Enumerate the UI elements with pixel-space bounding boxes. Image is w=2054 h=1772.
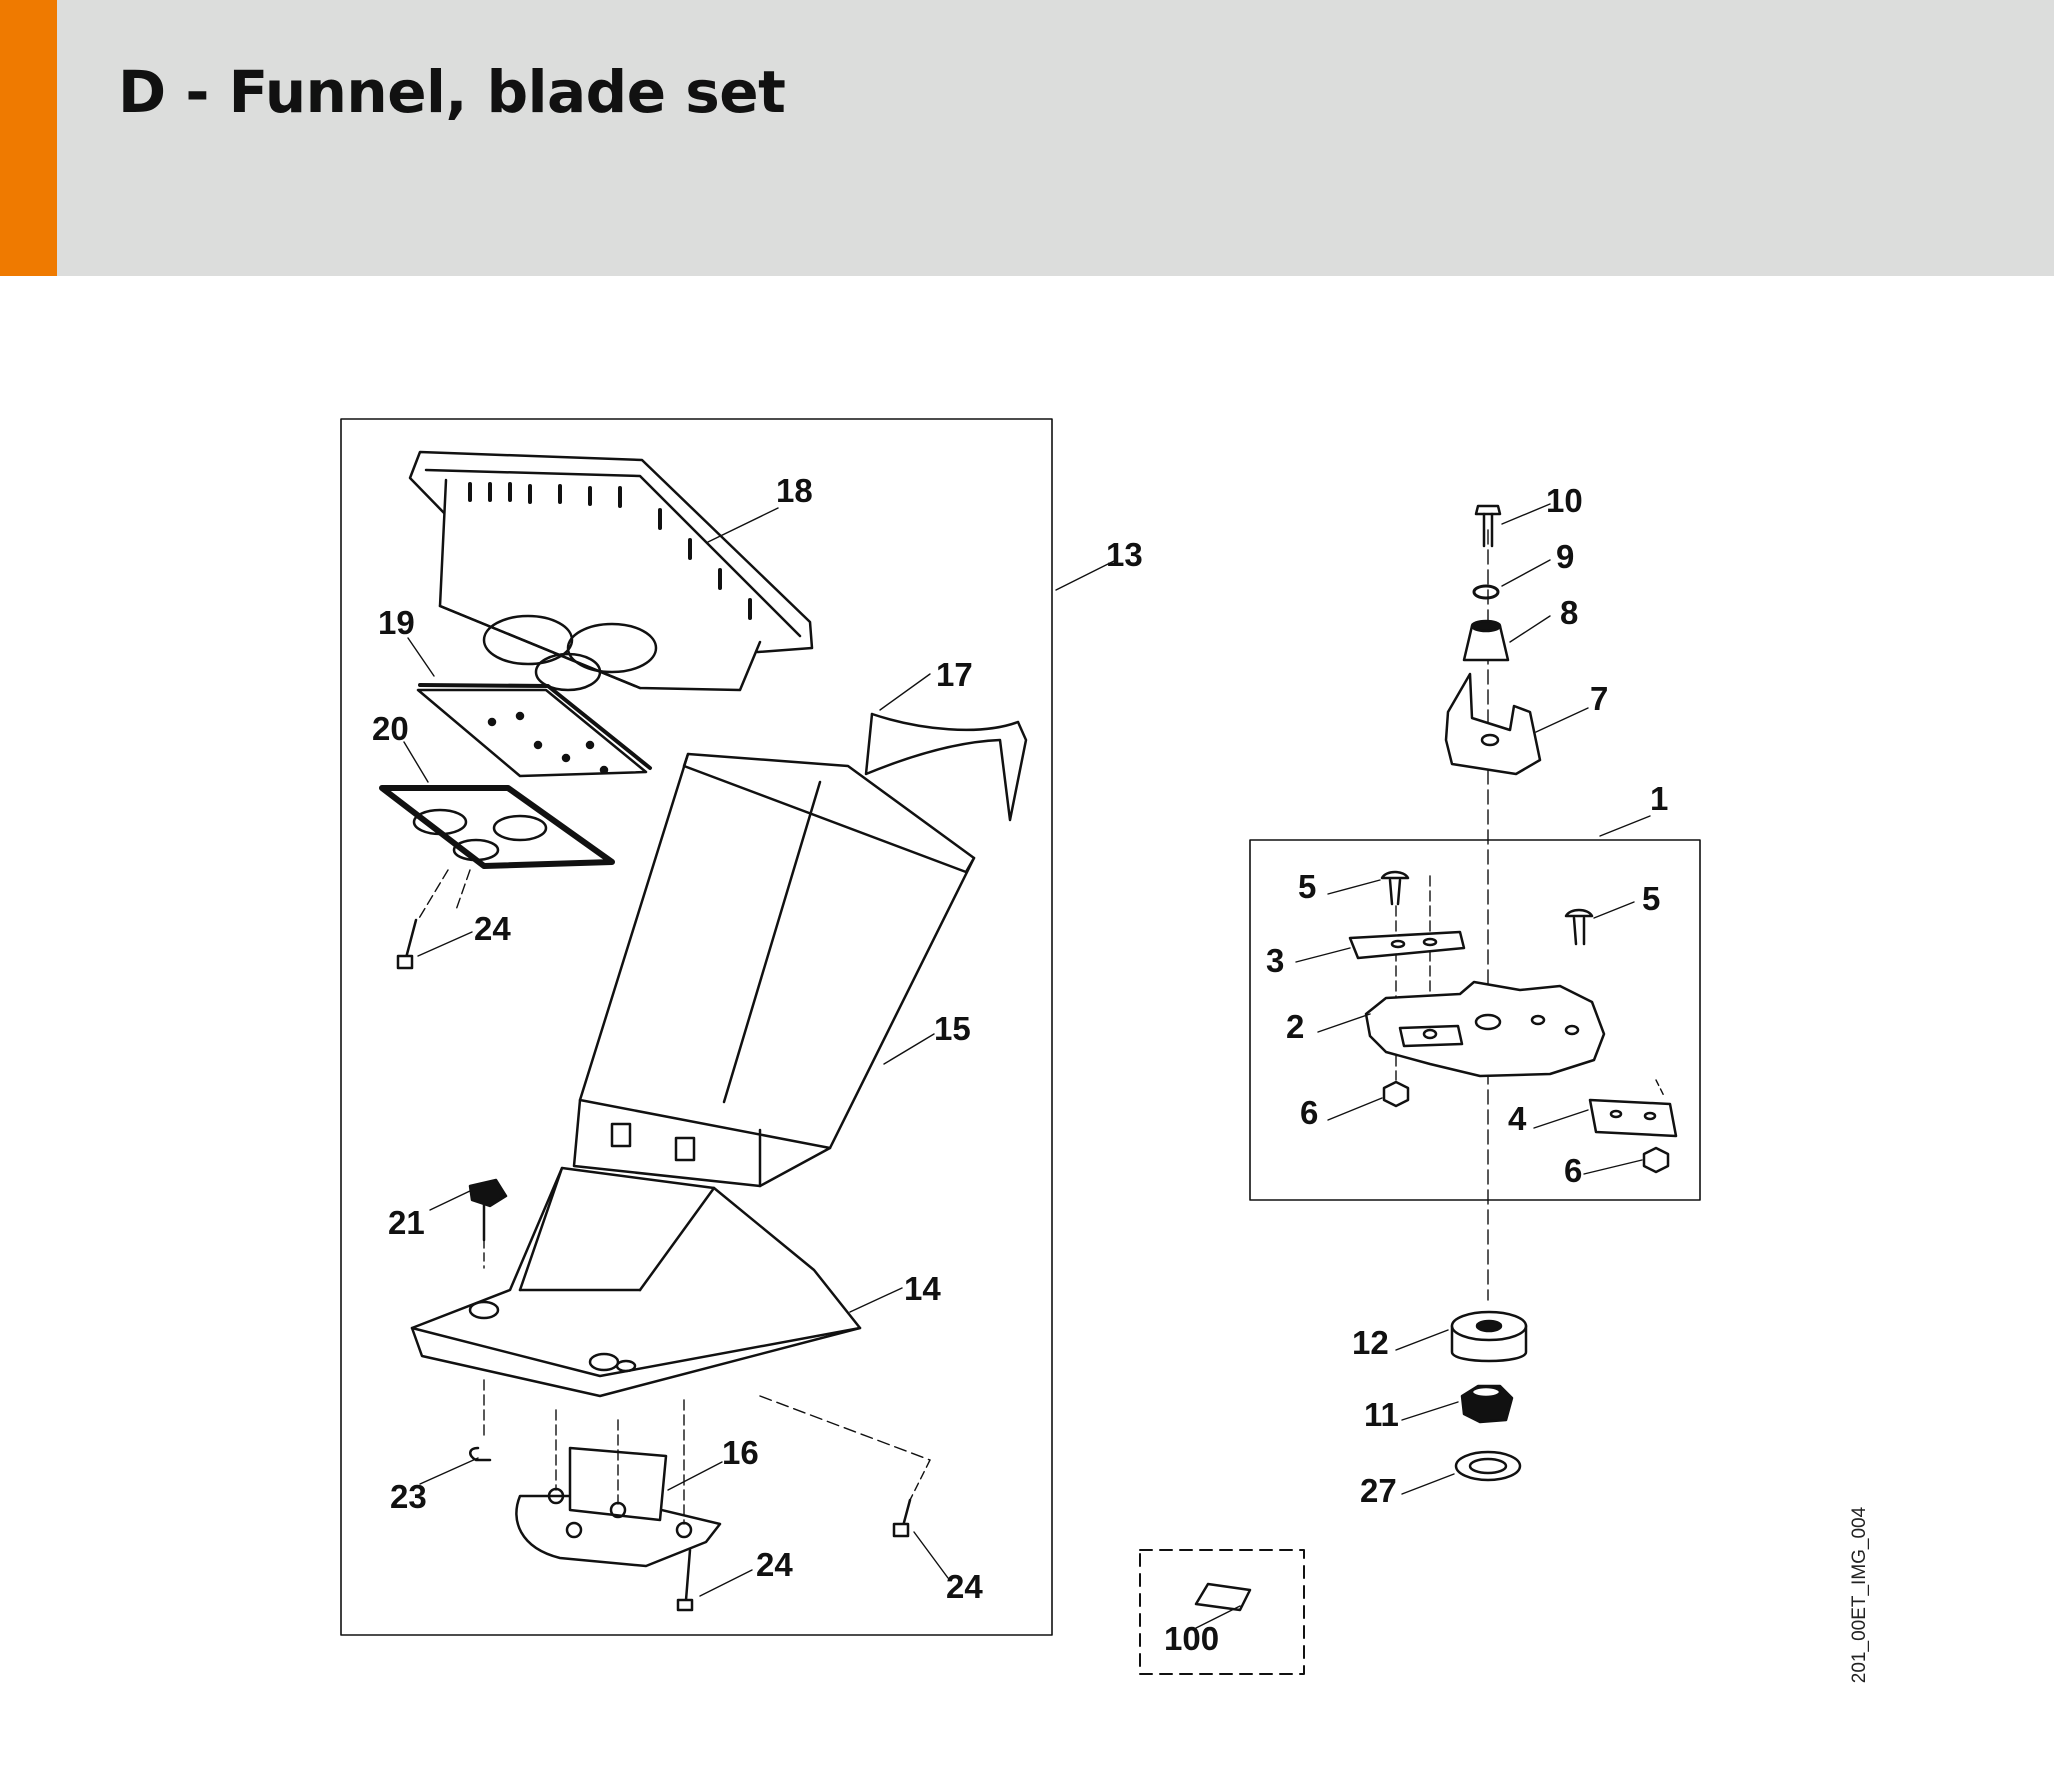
part-17-chute-liner: [864, 712, 1028, 822]
image-id-text: 201_00ET_IMG_004: [1849, 1506, 1870, 1684]
funnel-assembly-frame: [340, 418, 1053, 1636]
callouts: 18 13 19 17 20 24 15 21 14 16 23 24 24 1…: [372, 472, 1668, 1657]
callout-4: 4: [1508, 1100, 1527, 1137]
callout-19: 19: [378, 604, 415, 641]
part-23-clip: [469, 1446, 492, 1462]
part-7-holder: [1444, 672, 1542, 776]
part-6-nut-left: [1382, 1080, 1410, 1108]
callout-18: 18: [776, 472, 813, 509]
part-6-nut-right: [1642, 1146, 1670, 1174]
part-5-screw-right: [1564, 908, 1594, 946]
callout-7: 7: [1590, 680, 1608, 717]
part-16-bracket: [515, 1446, 722, 1568]
part-100-frame: [1139, 1549, 1305, 1675]
callout-24-lower-right: 24: [946, 1568, 983, 1605]
part-14-base: [410, 1166, 862, 1398]
callout-5-left: 5: [1298, 868, 1316, 905]
part-24-screw-lower-right: [892, 1498, 912, 1538]
part-8-bushing: [1462, 619, 1510, 662]
part-21-knob: [468, 1178, 508, 1269]
callout-27: 27: [1360, 1472, 1397, 1509]
callout-23: 23: [390, 1478, 427, 1515]
header-accent-bar: [0, 0, 57, 276]
callout-8: 8: [1560, 594, 1578, 631]
part-27-washer: [1454, 1450, 1522, 1482]
callout-2: 2: [1286, 1008, 1304, 1045]
callout-21: 21: [388, 1204, 425, 1241]
callout-3: 3: [1266, 942, 1284, 979]
page-header: D - Funnel, blade set: [0, 0, 2054, 276]
part-5-screw-left: [1380, 870, 1410, 906]
part-2-blade-disk: [1364, 980, 1606, 1078]
part-12-spacer: [1450, 1310, 1528, 1363]
part-100-label-tag: [1194, 1582, 1252, 1612]
part-24-screw-upper: [396, 918, 418, 970]
callout-14: 14: [904, 1270, 941, 1307]
callout-17: 17: [936, 656, 973, 693]
callout-100: 100: [1164, 1620, 1219, 1657]
callout-13: 13: [1106, 536, 1143, 573]
part-24-screw-lower-center: [676, 1548, 694, 1612]
callout-15: 15: [934, 1010, 971, 1047]
callout-6-left: 6: [1300, 1094, 1318, 1131]
image-id-label: 201_00ET_IMG_004: [1849, 1500, 1870, 1690]
callout-9: 9: [1556, 538, 1574, 575]
part-20-gasket: [379, 785, 615, 869]
part-19-plate: [416, 683, 652, 778]
callout-24-upper: 24: [474, 910, 511, 947]
callout-5-right: 5: [1642, 880, 1660, 917]
part-4-blade: [1588, 1079, 1678, 1138]
part-18-hopper-top: [408, 450, 814, 692]
part-11-nut: [1460, 1384, 1514, 1424]
callout-24-lower-center: 24: [756, 1546, 793, 1583]
callout-11: 11: [1364, 1396, 1399, 1433]
part-15-chute: [572, 752, 976, 1188]
blade-set-frame: [1249, 839, 1701, 1201]
leader-lines: [403, 503, 1651, 1629]
page-title: D - Funnel, blade set: [118, 58, 786, 126]
part-3-blade: [1348, 930, 1466, 960]
callout-12: 12: [1352, 1324, 1389, 1361]
callout-6-right: 6: [1564, 1152, 1582, 1189]
callout-16: 16: [722, 1434, 759, 1471]
part-10-bolt: [1474, 504, 1502, 548]
callout-10: 10: [1546, 482, 1583, 519]
callout-20: 20: [372, 710, 409, 747]
callout-1: 1: [1650, 780, 1668, 817]
part-9-washer: [1472, 584, 1500, 600]
